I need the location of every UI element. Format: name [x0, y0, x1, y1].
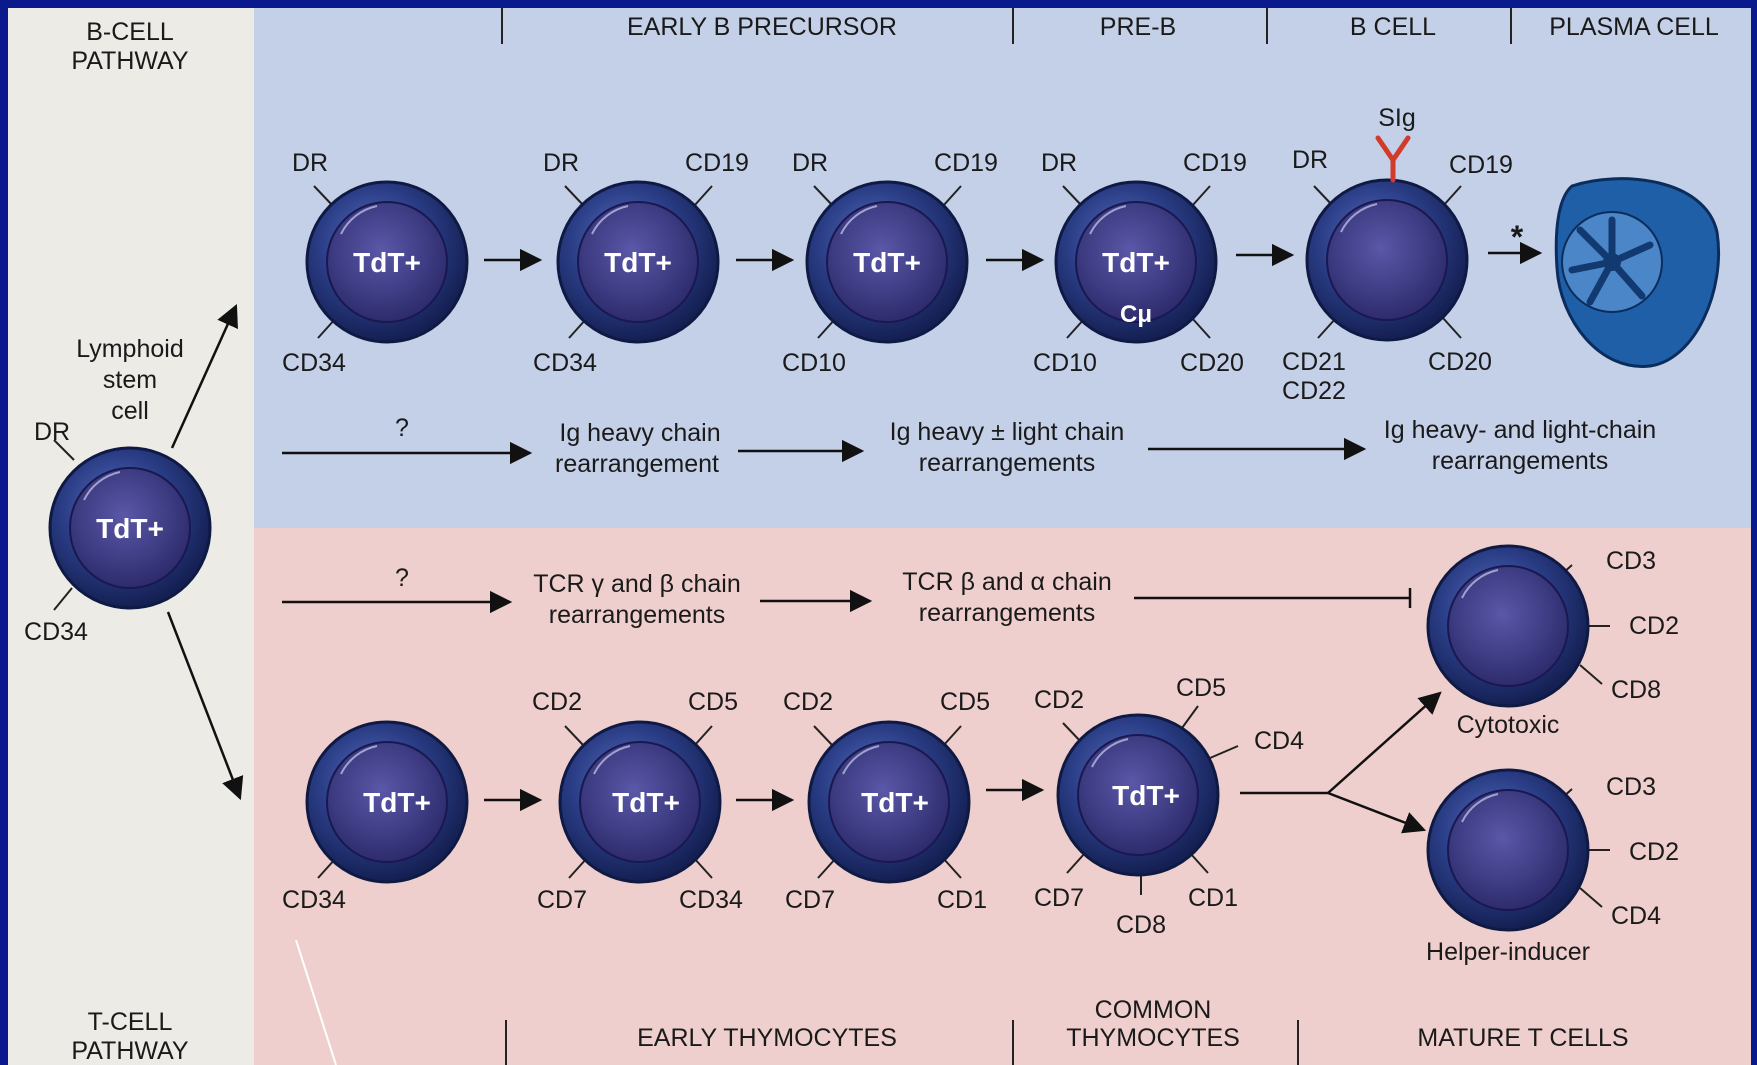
t-cell-4-cd7: CD7 [1034, 884, 1084, 912]
t-cell-2-cd7: CD7 [537, 886, 587, 914]
stage-common-1: COMMON [1095, 996, 1212, 1024]
stage-pre-b: PRE-B [1100, 13, 1176, 41]
t-cell-1-cd34: CD34 [282, 886, 346, 914]
t-cell-4-marker: TdT+ [1112, 780, 1180, 811]
stem-cell-label-1: Lymphoid [76, 335, 183, 363]
b-cell-2-dr: DR [543, 149, 579, 177]
b-cell-5-dr: DR [1292, 146, 1328, 174]
b-cell-4-cd19: CD19 [1183, 149, 1247, 177]
t-cell-2-cd34: CD34 [679, 886, 743, 914]
t-cell-3-cd2: CD2 [783, 688, 833, 716]
b-process-step2-line2: rearrangements [919, 449, 1095, 477]
b-cell-5-sig: SIg [1378, 104, 1416, 132]
stem-cell-cd34: CD34 [24, 618, 88, 646]
b-cell-4-cmu: Cμ [1120, 301, 1152, 328]
cytotoxic-cd2: CD2 [1629, 612, 1679, 640]
b-cell-2: TdT+ [558, 182, 718, 342]
b-process-step3-line2: rearrangements [1432, 447, 1608, 475]
b-pathway-title-2: PATHWAY [71, 47, 188, 75]
b-process-step1-line2: rearrangement [555, 450, 719, 478]
b-cell-1-cd34: CD34 [282, 349, 346, 377]
stem-cell-marker: TdT+ [96, 513, 164, 544]
b-process-step3-line1: Ig heavy- and light-chain [1384, 416, 1656, 444]
t-cell-2-cd2: CD2 [532, 688, 582, 716]
cytotoxic-name: Cytotoxic [1457, 711, 1560, 739]
t-cell-3: TdT+ [809, 722, 969, 882]
cytotoxic-cd3: CD3 [1606, 547, 1656, 575]
stage-b-cell: B CELL [1350, 13, 1436, 41]
stage-plasma-cell: PLASMA CELL [1549, 13, 1719, 41]
t-cell-1: TdT+ [307, 722, 467, 882]
t-cell-4-cd5: CD5 [1176, 674, 1226, 702]
b-cell-5-cd21: CD21 [1282, 348, 1346, 376]
b-cell-4-cd10: CD10 [1033, 349, 1097, 377]
helper-cd3: CD3 [1606, 773, 1656, 801]
stage-early-thymocytes: EARLY THYMOCYTES [637, 1024, 897, 1052]
b-cell-4-dr: DR [1041, 149, 1077, 177]
stem-cell-dr: DR [34, 418, 70, 446]
stage-common-2: THYMOCYTES [1066, 1024, 1240, 1052]
t-process-question: ? [395, 564, 409, 592]
b-cell-3-marker: TdT+ [853, 247, 921, 278]
b-cell-2-cd19: CD19 [685, 149, 749, 177]
t-cell-4-cd2: CD2 [1034, 686, 1084, 714]
stem-cell-label-2: stem [103, 366, 157, 394]
t-cell-3-cd7: CD7 [785, 886, 835, 914]
stem-cell-label-3: cell [111, 397, 149, 425]
b-process-step1-line1: Ig heavy chain [559, 419, 720, 447]
b-cell-2-cd34: CD34 [533, 349, 597, 377]
helper-name: Helper-inducer [1426, 938, 1590, 966]
b-cell-1-marker: TdT+ [353, 247, 421, 278]
b-pathway-title-1: B-CELL [86, 18, 174, 46]
t-cell-1-marker: TdT+ [363, 787, 431, 818]
b-cell-3-cd10: CD10 [782, 349, 846, 377]
t-pathway-title-2: PATHWAY [71, 1037, 188, 1065]
t-cell-4-cd8: CD8 [1116, 911, 1166, 939]
b-cell-4-marker: TdT+ [1102, 247, 1170, 278]
b-cell-4-cd20: CD20 [1180, 349, 1244, 377]
b-process-question: ? [395, 414, 409, 442]
stage-early-b-precursor: EARLY B PRECURSOR [627, 13, 897, 41]
t-cell-4-cd1: CD1 [1188, 884, 1238, 912]
t-process-step2-line2: rearrangements [919, 599, 1095, 627]
t-cell-3-marker: TdT+ [861, 787, 929, 818]
t-process-step1-line2: rearrangements [549, 601, 725, 629]
t-pathway-title-1: T-CELL [88, 1008, 173, 1036]
t-process-step2-line1: TCR β and α chain [902, 568, 1111, 596]
t-cell-2-marker: TdT+ [612, 787, 680, 818]
t-process-step1-line1: TCR γ and β chain [533, 570, 741, 598]
t-cell-4-cd4: CD4 [1254, 727, 1304, 755]
b-cell-5-cd20: CD20 [1428, 348, 1492, 376]
t-cell-3-cd5: CD5 [940, 688, 990, 716]
t-cell-2: TdT+ [560, 722, 720, 882]
b-cell-4: TdT+ Cμ [1056, 182, 1216, 342]
b-cell-1: TdT+ [307, 182, 467, 342]
stage-mature-t-cells: MATURE T CELLS [1417, 1024, 1628, 1052]
b-cell-5-cd19: CD19 [1449, 151, 1513, 179]
b-cell-1-dr: DR [292, 149, 328, 177]
b-cell-3-cd19: CD19 [934, 149, 998, 177]
b-cell-2-marker: TdT+ [604, 247, 672, 278]
b-cell-5-cd22: CD22 [1282, 377, 1346, 405]
plasma-transition-asterisk: * [1511, 219, 1524, 255]
helper-cd4: CD4 [1611, 902, 1661, 930]
b-cell-3: TdT+ [807, 182, 967, 342]
t-cell-2-cd5: CD5 [688, 688, 738, 716]
b-process-step2-line1: Ig heavy ± light chain [890, 418, 1125, 446]
t-cell-3-cd1: CD1 [937, 886, 987, 914]
b-cell-3-dr: DR [792, 149, 828, 177]
cytotoxic-cd8: CD8 [1611, 676, 1661, 704]
helper-cd2: CD2 [1629, 838, 1679, 866]
